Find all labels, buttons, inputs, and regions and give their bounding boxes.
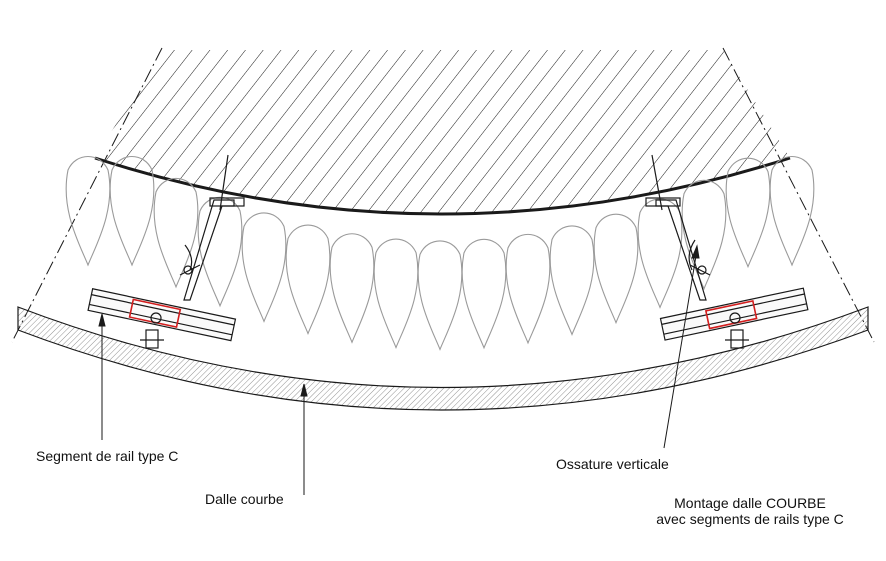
insulation-loop: [725, 157, 771, 269]
curved-slab: [17, 306, 869, 411]
insulation-loop: [285, 224, 331, 336]
leader-lines: [98, 244, 700, 495]
insulation-loop: [153, 177, 199, 289]
insulation-loop: [461, 238, 507, 350]
insulation-loop: [109, 155, 155, 267]
structural-wall: [94, 50, 791, 216]
left-rail-assembly: [87, 154, 245, 349]
insulation-loop: [637, 198, 683, 309]
drawing-caption: Montage dalle COURBE avec segments de ra…: [640, 495, 860, 527]
insulation-loop: [417, 240, 463, 351]
right-rail-assembly: [645, 154, 809, 349]
insulation-loop: [505, 233, 551, 345]
insulation-loop: [769, 155, 815, 267]
label-rail-segment: Segment de rail type C: [36, 448, 179, 464]
axis-lines: [11, 47, 875, 343]
caption-line-2: avec segments de rails type C: [656, 511, 844, 527]
label-vertical-frame: Ossature verticale: [556, 456, 669, 472]
caption-line-1: Montage dalle COURBE: [674, 495, 826, 511]
insulation-loop: [65, 155, 111, 267]
insulation-loop: [373, 238, 419, 350]
insulation-loop: [549, 225, 595, 336]
insulation-loop: [681, 179, 727, 291]
insulation-loop: [593, 213, 639, 325]
insulation-loop: [241, 212, 287, 323]
insulation-loop: [329, 233, 375, 344]
label-curved-slab: Dalle courbe: [205, 491, 284, 507]
